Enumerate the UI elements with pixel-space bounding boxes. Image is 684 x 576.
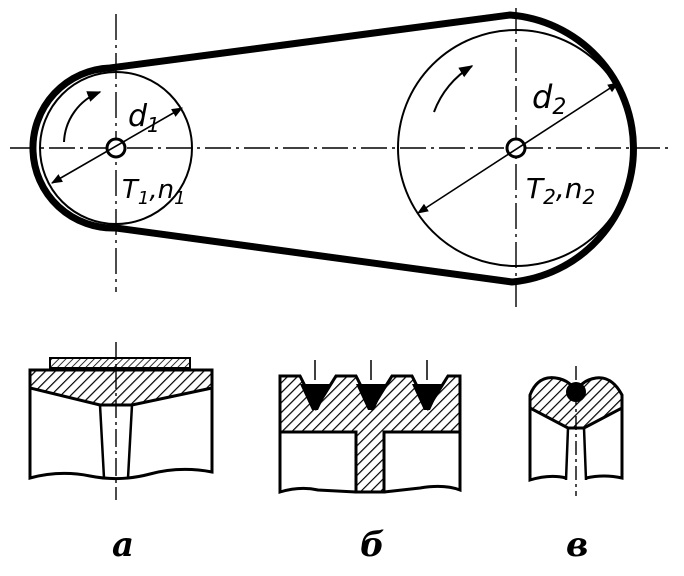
round-pulley-web — [564, 427, 588, 481]
small-diameter-label: d1 — [128, 99, 160, 137]
caption-v: в — [566, 525, 588, 565]
small-pulley-rim — [39, 71, 193, 225]
vbelt-pulley-body — [278, 432, 462, 495]
flat-belt — [49, 357, 191, 369]
flat-pulley-web — [98, 404, 134, 479]
large-pulley-diameter-arrow — [417, 82, 619, 214]
flat-pulley-body — [28, 388, 214, 481]
belt-drive: d1 T1,n1 d2 T2,n2 — [10, 8, 672, 308]
vbelt-2 — [356, 384, 386, 410]
belt — [29, 11, 637, 286]
small-pulley — [39, 71, 193, 225]
large-torque-speed-label: T2,n2 — [526, 172, 595, 209]
vbelt-3 — [412, 384, 442, 410]
section-b-vbelt-pulley — [278, 360, 462, 495]
small-torque-speed-label: T1,n1 — [122, 175, 186, 209]
vbelt-1 — [300, 384, 330, 410]
small-pulley-diameter-arrow — [51, 107, 183, 184]
caption-a: а — [112, 525, 134, 565]
section-a-flat-belt-pulley — [28, 342, 214, 500]
large-pulley-rim — [397, 29, 635, 267]
large-pulley-rotation-arrow — [433, 65, 474, 113]
section-v-round-belt-pulley — [528, 366, 624, 496]
flat-pulley-rim-section — [28, 368, 214, 407]
round-pulley-body — [528, 408, 624, 483]
large-diameter-label: d2 — [532, 78, 566, 120]
caption-b: б — [360, 525, 385, 565]
small-pulley-rotation-arrow — [63, 91, 102, 143]
large-pulley — [397, 29, 635, 267]
